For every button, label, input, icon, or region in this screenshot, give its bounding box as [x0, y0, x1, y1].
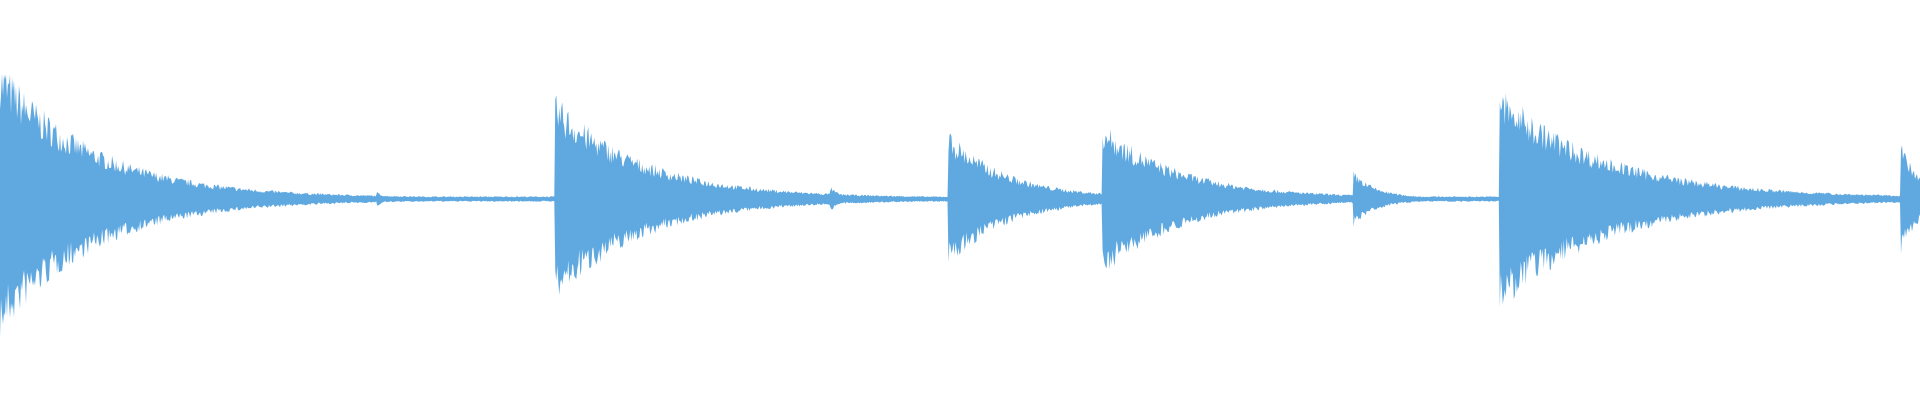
- waveform-envelope: [0, 73, 1920, 338]
